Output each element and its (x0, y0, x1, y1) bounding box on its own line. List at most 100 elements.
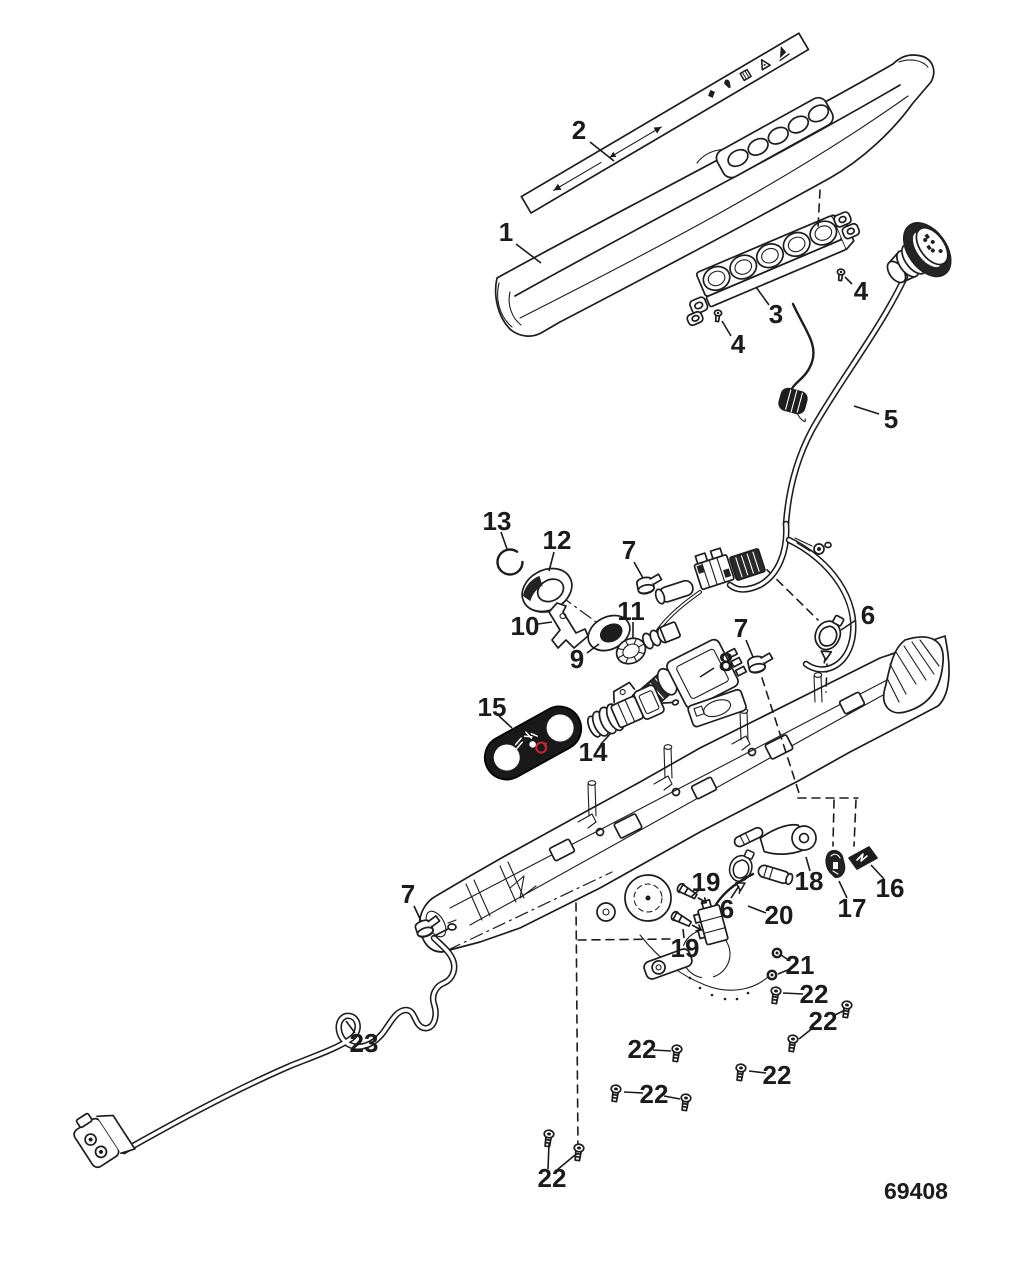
harness-round-connector (886, 222, 952, 284)
callout-label-10: 10 (511, 611, 540, 641)
leader-line-2 (589, 141, 615, 162)
leader-line-20 (747, 905, 767, 914)
decal-15 (483, 705, 583, 781)
nut-21a (771, 947, 783, 959)
retaining-ring-13 (496, 548, 524, 576)
lanyard-cable-23 (73, 919, 458, 1169)
leader-line-15 (498, 715, 513, 729)
leader-line-18 (805, 856, 811, 872)
leader-line-22 (663, 1095, 681, 1100)
main-harness (636, 222, 952, 673)
leader-line-4 (844, 276, 853, 285)
leader-line-22 (748, 1070, 767, 1074)
leader-line-6 (730, 885, 740, 899)
leader-line-22 (556, 1154, 576, 1171)
connector-14 (587, 681, 680, 738)
leader-line-22 (652, 1049, 672, 1052)
leader-line-22 (832, 1009, 846, 1017)
harness-connector-blocks (654, 547, 766, 605)
leader-line-13 (500, 531, 508, 550)
callout-label-22: 22 (628, 1034, 657, 1064)
screw-4a (712, 308, 723, 323)
callout-label-22: 22 (763, 1060, 792, 1090)
clip-17 (825, 850, 846, 878)
cable-plug (73, 1112, 136, 1169)
leader-line-22 (782, 992, 804, 995)
callout-label-22: 22 (809, 1006, 838, 1036)
leader-line-19 (682, 928, 685, 939)
lock-washer-11 (615, 637, 647, 665)
drawing-number: 69408 (884, 1178, 948, 1204)
callout-label-12: 12 (543, 525, 572, 555)
hatch-lines (886, 639, 940, 703)
leader-line-7 (745, 639, 754, 658)
leader-line-21 (780, 954, 791, 962)
button-panel (686, 211, 861, 422)
bracket-10 (548, 602, 589, 649)
leader-line-22 (547, 1143, 550, 1170)
callout-label-6: 6 (861, 600, 875, 630)
callout-label-3: 3 (769, 299, 783, 329)
leader-line-21 (777, 968, 791, 975)
callout-label-11: 11 (617, 596, 645, 626)
callout-label-8: 8 (719, 647, 733, 677)
leader-line-12 (548, 551, 555, 572)
leader-line-14 (600, 732, 612, 745)
leader-line-4 (721, 320, 732, 337)
cast-dots (688, 976, 750, 1001)
callout-label-7: 7 (622, 535, 636, 565)
nut-21b (766, 969, 778, 981)
leader-line-7 (413, 905, 422, 922)
callout-label-21: 21 (786, 950, 815, 980)
leader-line-5 (853, 405, 880, 415)
callout-label-4: 4 (854, 276, 869, 306)
tiller-housing (418, 635, 950, 1001)
callout-label-23: 23 (350, 1028, 379, 1058)
callout-label-22: 22 (538, 1163, 567, 1193)
top-cowl (494, 54, 935, 337)
screw-4b (835, 267, 846, 282)
throttle-cam-18 (733, 823, 817, 855)
callout-label-14: 14 (579, 737, 608, 767)
clip-7b (746, 651, 776, 675)
callout-label-7: 7 (734, 613, 748, 643)
housing-detail-blocks (509, 691, 866, 899)
leader-line-6 (840, 619, 857, 631)
bezel-12 (521, 567, 573, 613)
callout-label-19: 19 (671, 933, 700, 963)
callout-label-16: 16 (876, 873, 905, 903)
callout-label-22: 22 (800, 979, 829, 1009)
callout-label-2: 2 (572, 115, 586, 145)
callout-label-18: 18 (795, 866, 824, 896)
leader-line-3 (755, 286, 770, 306)
screws-22 (541, 985, 854, 1162)
callout-label-9: 9 (570, 644, 584, 674)
decal-strip (520, 32, 810, 214)
leader-line-19 (690, 889, 700, 898)
leader-line-16 (870, 864, 885, 880)
callout-label-19: 19 (692, 867, 721, 897)
callout-label-1: 1 (499, 217, 513, 247)
chip-16 (848, 846, 878, 870)
panel-mount-lug (686, 211, 861, 327)
lanyard-switch-20 (693, 864, 794, 946)
leader-line-8 (699, 667, 715, 678)
ferrite (778, 387, 808, 415)
tiller-tube (425, 861, 525, 938)
leader-line-7 (633, 561, 644, 579)
leader-line-1 (515, 243, 542, 264)
callout-label-6: 6 (720, 894, 734, 924)
leader-line-10 (537, 621, 553, 625)
decal-icon-row (708, 46, 790, 98)
callout-label-17: 17 (838, 893, 867, 923)
leader-line-17 (838, 880, 848, 899)
callout-label-4: 4 (731, 329, 746, 359)
leader-line-23 (345, 1020, 356, 1034)
callout-label-22: 22 (640, 1079, 669, 1109)
callout-label-5: 5 (884, 404, 898, 434)
callout-label-20: 20 (765, 900, 794, 930)
leader-line-9 (586, 643, 600, 654)
